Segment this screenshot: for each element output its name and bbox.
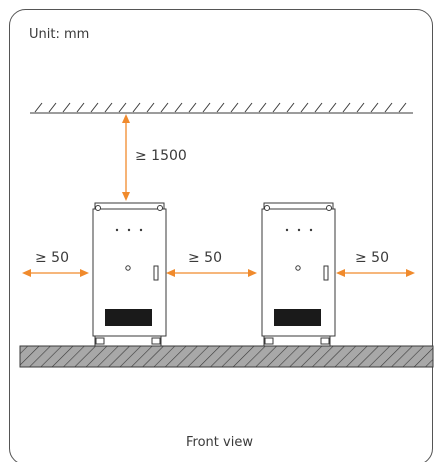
right-clearance-arrow <box>336 269 415 277</box>
left-clearance-label: ≥ 50 <box>35 250 69 266</box>
ceiling-hatch-tick <box>286 102 295 113</box>
view-caption: Front view <box>186 435 253 450</box>
ground <box>19 345 434 368</box>
right-clearance-label: ≥ 50 <box>355 250 389 266</box>
ceiling-hatch-tick <box>202 102 211 113</box>
ceiling <box>30 102 413 114</box>
middle-clearance-arrow <box>166 269 257 277</box>
ceiling-hatch-tick <box>314 102 323 113</box>
ceiling-hatch-tick <box>146 102 155 113</box>
ceiling-hatch-tick <box>188 102 197 113</box>
ceiling-hatch-tick <box>230 102 239 113</box>
ceiling-hatch-tick <box>48 102 57 113</box>
cabinet-left <box>92 202 167 347</box>
ceiling-hatch-tick <box>356 102 365 113</box>
ceiling-hatch-tick <box>244 102 253 113</box>
ceiling-hatch-tick <box>174 102 183 113</box>
ceiling-hatch-tick <box>370 102 379 113</box>
ceiling-hatch-tick <box>160 102 169 113</box>
cabinet-right-panel <box>274 309 321 326</box>
ceiling-hatch-tick <box>258 102 267 113</box>
ceiling-hatch-tick <box>342 102 351 113</box>
unit-label: Unit: mm <box>29 27 89 42</box>
ceiling-hatch-tick <box>90 102 99 113</box>
ceiling-hatch-tick <box>104 102 113 113</box>
ceiling-hatch-tick <box>216 102 225 113</box>
diagram-frame <box>9 9 433 462</box>
left-clearance-arrow <box>22 269 89 277</box>
cabinet-left-panel <box>105 309 152 326</box>
ceiling-hatch-tick <box>34 102 43 113</box>
ceiling-hatch-tick <box>62 102 71 113</box>
ceiling-hatch-tick <box>272 102 281 113</box>
ceiling-hatch-tick <box>328 102 337 113</box>
ceiling-hatch-tick <box>398 102 407 113</box>
ceiling-hatch-tick <box>132 102 141 113</box>
ceiling-clearance-arrow <box>122 114 130 201</box>
middle-clearance-label: ≥ 50 <box>188 250 222 266</box>
ceiling-hatch-tick <box>300 102 309 113</box>
ceiling-hatch-tick <box>118 102 127 113</box>
ceiling-hatch-tick <box>384 102 393 113</box>
ceiling-hatch-tick <box>76 102 85 113</box>
ceiling-clearance-label: ≥ 1500 <box>135 148 187 164</box>
cabinet-right <box>261 202 336 347</box>
